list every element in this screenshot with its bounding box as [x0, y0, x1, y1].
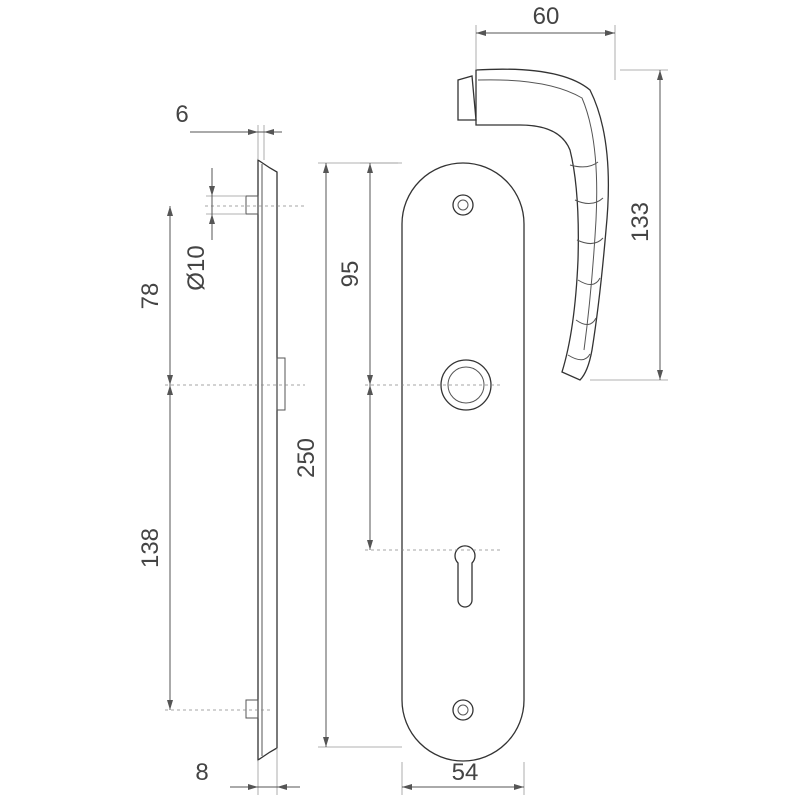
top-screw-hole [452, 194, 474, 216]
dim-handle-width: 60 [475, 3, 616, 80]
bottom-screw-hole [452, 699, 474, 721]
spindle-rose [440, 359, 492, 411]
dim-spindle-to-cylinder: 95 [337, 162, 398, 550]
dim-label-95: 95 [337, 261, 364, 288]
dim-label-78: 78 [137, 283, 164, 310]
dim-spacing-top: 78 [137, 206, 173, 385]
lever-handle [457, 68, 609, 381]
dim-plate-length: 250 [293, 162, 402, 748]
dim-plate-thickness: 8 [195, 748, 300, 795]
plate-side-view [245, 158, 286, 762]
dim-label-diameter-10: Ø10 [183, 245, 210, 290]
dim-hole-diameter: Ø10 [183, 168, 246, 291]
dim-handle-height: 133 [590, 69, 668, 381]
dim-label-6: 6 [175, 101, 188, 128]
dim-label-60: 60 [533, 3, 560, 30]
plate-front-view [401, 162, 525, 762]
euro-cylinder-keyhole [454, 545, 476, 608]
dim-label-133: 133 [627, 202, 654, 242]
dim-spacing-bottom: 138 [137, 385, 173, 710]
dim-label-138: 138 [137, 528, 164, 568]
dim-plate-width: 54 [401, 759, 525, 795]
dim-rose-thickness: 6 [175, 101, 282, 160]
dim-label-8: 8 [195, 759, 208, 786]
dim-label-54: 54 [452, 759, 479, 786]
dim-label-250: 250 [293, 438, 320, 478]
